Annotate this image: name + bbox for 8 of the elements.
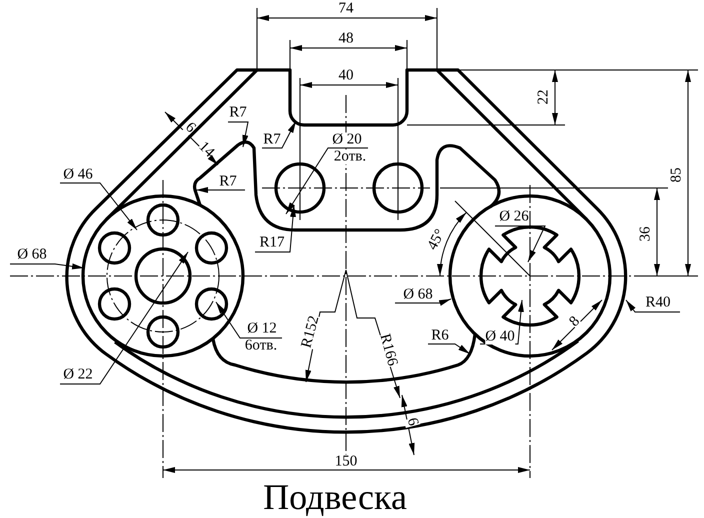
dimension-text: 150: [334, 454, 358, 470]
dimension-text: Ø 40: [485, 330, 515, 344]
caption-text: Подвеска: [263, 479, 407, 515]
dimension-text: R152: [300, 314, 322, 350]
dimension-text: R166: [376, 332, 400, 368]
note-text: 2отв.: [334, 150, 366, 164]
dimension-text: Ø 20: [332, 132, 362, 148]
dimension-text: 8: [567, 314, 583, 330]
